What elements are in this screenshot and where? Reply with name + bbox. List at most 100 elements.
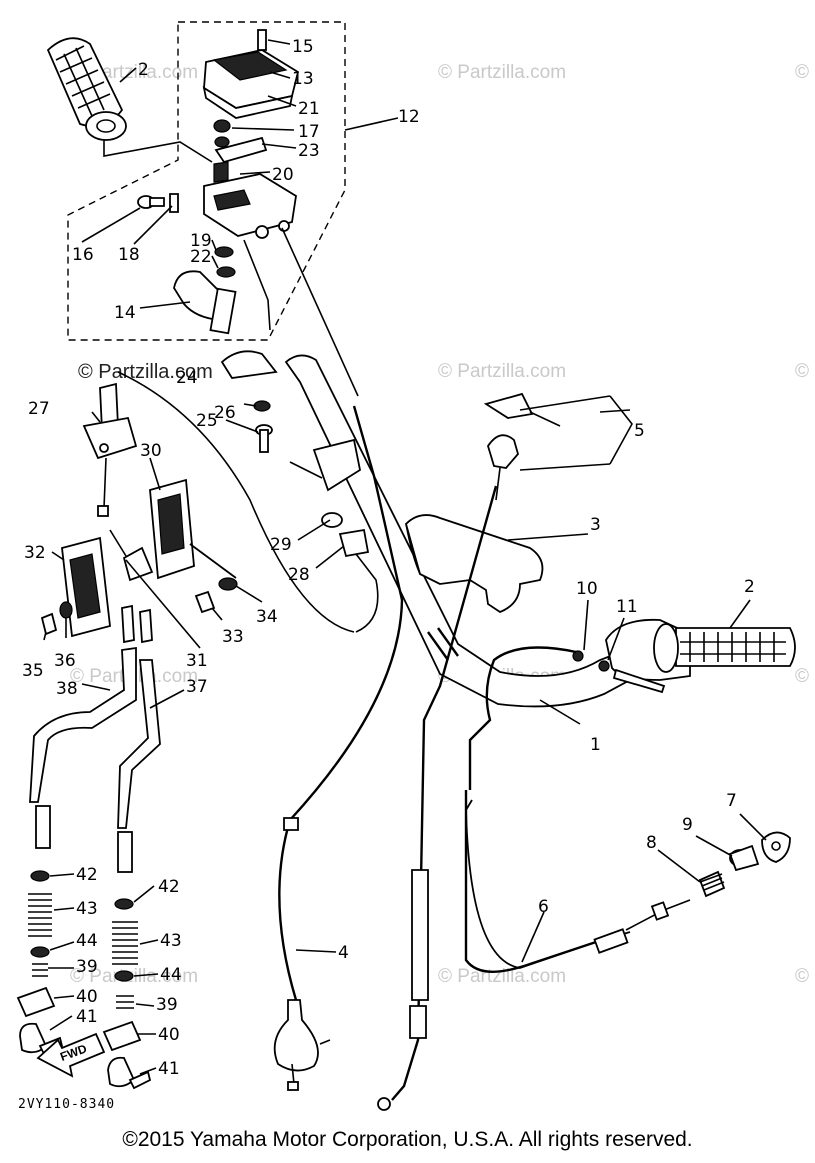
part-27 bbox=[82, 382, 138, 517]
callout-9: 9 bbox=[682, 815, 693, 835]
washer-22 bbox=[216, 266, 236, 278]
cable-4 bbox=[278, 405, 404, 1001]
callouts: 2 15 13 21 12 17 23 20 16 18 19 22 14 24… bbox=[22, 37, 755, 1079]
callout-36: 36 bbox=[54, 651, 76, 671]
cable-adjuster bbox=[409, 1005, 427, 1039]
callout-13: 13 bbox=[292, 69, 314, 89]
washer-26 bbox=[253, 400, 271, 412]
washer-19 bbox=[214, 246, 234, 258]
callout-16: 16 bbox=[72, 245, 94, 265]
callout-41b: 41 bbox=[158, 1059, 180, 1079]
lever-29 bbox=[289, 438, 379, 633]
callout-33: 33 bbox=[222, 627, 244, 647]
callout-42: 42 bbox=[76, 865, 98, 885]
cable-1 bbox=[468, 646, 577, 790]
screw-35 bbox=[40, 612, 58, 636]
copyright-notice: ©2015 Yamaha Motor Corporation, U.S.A. A… bbox=[122, 1128, 693, 1151]
callout-44b: 44 bbox=[160, 965, 182, 985]
watermark-edge: © bbox=[795, 361, 809, 382]
callout-20: 20 bbox=[272, 165, 294, 185]
callout-29: 29 bbox=[270, 535, 292, 555]
cable-sleeve bbox=[411, 869, 429, 1001]
callout-34: 34 bbox=[256, 607, 278, 627]
callout-43b: 43 bbox=[160, 931, 182, 951]
callout-40: 40 bbox=[76, 987, 98, 1007]
callout-39: 39 bbox=[76, 957, 98, 977]
lever-4-end bbox=[273, 999, 319, 1072]
callout-12: 12 bbox=[398, 107, 420, 127]
callout-10: 10 bbox=[576, 579, 598, 599]
watermark: © Partzilla.com bbox=[438, 361, 566, 382]
callout-17: 17 bbox=[298, 122, 320, 142]
switch-small-parts bbox=[213, 119, 268, 183]
washer-36 bbox=[59, 601, 73, 619]
callout-28: 28 bbox=[288, 565, 310, 585]
callout-35: 35 bbox=[22, 661, 44, 681]
switch-housing-upper bbox=[202, 29, 300, 119]
part-31 bbox=[121, 546, 154, 644]
cable-4-join bbox=[283, 817, 299, 831]
callout-15: 15 bbox=[292, 37, 314, 57]
callout-11: 11 bbox=[616, 597, 638, 617]
callout-39b: 39 bbox=[156, 995, 178, 1015]
watermark: © Partzilla.com bbox=[70, 966, 198, 987]
callout-40b: 40 bbox=[158, 1025, 180, 1045]
callout-5: 5 bbox=[634, 421, 645, 441]
callout-42b: 42 bbox=[158, 877, 180, 897]
callout-43: 43 bbox=[76, 899, 98, 919]
callout-21: 21 bbox=[298, 99, 320, 119]
callout-22: 22 bbox=[190, 247, 212, 267]
callout-37: 37 bbox=[186, 677, 208, 697]
callout-44: 44 bbox=[76, 931, 98, 951]
callout-7: 7 bbox=[726, 791, 737, 811]
callout-3: 3 bbox=[590, 515, 601, 535]
part-5 bbox=[483, 392, 561, 501]
lever-14 bbox=[173, 270, 237, 335]
watermark-edge: © bbox=[795, 966, 809, 987]
washer-34 bbox=[218, 577, 238, 591]
callout-4: 4 bbox=[338, 943, 349, 963]
watermark: © Partzilla.com bbox=[438, 62, 566, 83]
grip-left bbox=[46, 37, 127, 141]
callout-30: 30 bbox=[140, 441, 162, 461]
part-32 bbox=[61, 536, 111, 638]
cable-4-tip bbox=[287, 1081, 299, 1091]
callout-32: 32 bbox=[24, 543, 46, 563]
callout-19: 19 bbox=[190, 231, 212, 251]
watermark-edge: © bbox=[795, 62, 809, 83]
watermark: © Partzilla.com bbox=[438, 966, 566, 987]
watermark-edge: © bbox=[795, 666, 809, 687]
stack-right bbox=[102, 898, 152, 1090]
part-30 bbox=[149, 478, 237, 580]
assembly-boundary bbox=[67, 21, 346, 341]
fwd-arrow: FWD bbox=[36, 1032, 106, 1078]
leader-lines bbox=[43, 39, 767, 1075]
screw-33 bbox=[194, 590, 216, 614]
callout-23: 23 bbox=[298, 141, 320, 161]
cable-6-end bbox=[593, 928, 629, 954]
parts-7-8-9 bbox=[698, 831, 791, 898]
stack-left bbox=[16, 870, 64, 1056]
nut bbox=[650, 901, 670, 921]
wire-loop bbox=[117, 371, 355, 633]
callout-38: 38 bbox=[56, 679, 78, 699]
cable-6-path bbox=[464, 790, 597, 973]
handlebar bbox=[284, 354, 631, 708]
screw-16 bbox=[137, 193, 179, 213]
drawing-code: 2VY110-8340 bbox=[18, 1097, 115, 1112]
callout-2: 2 bbox=[138, 60, 149, 80]
callout-25: 25 bbox=[196, 411, 218, 431]
callout-1: 1 bbox=[590, 735, 601, 755]
cable-switch bbox=[281, 227, 359, 397]
cable-end bbox=[377, 1097, 391, 1111]
callout-2b: 2 bbox=[744, 577, 755, 597]
callout-41: 41 bbox=[76, 1007, 98, 1027]
grip-right bbox=[572, 618, 796, 694]
clamp-24 bbox=[220, 350, 278, 379]
callout-6: 6 bbox=[538, 897, 549, 917]
bolt-25 bbox=[255, 424, 273, 453]
callout-31: 31 bbox=[186, 651, 208, 671]
callout-8: 8 bbox=[646, 833, 657, 853]
callout-24: 24 bbox=[176, 368, 198, 388]
